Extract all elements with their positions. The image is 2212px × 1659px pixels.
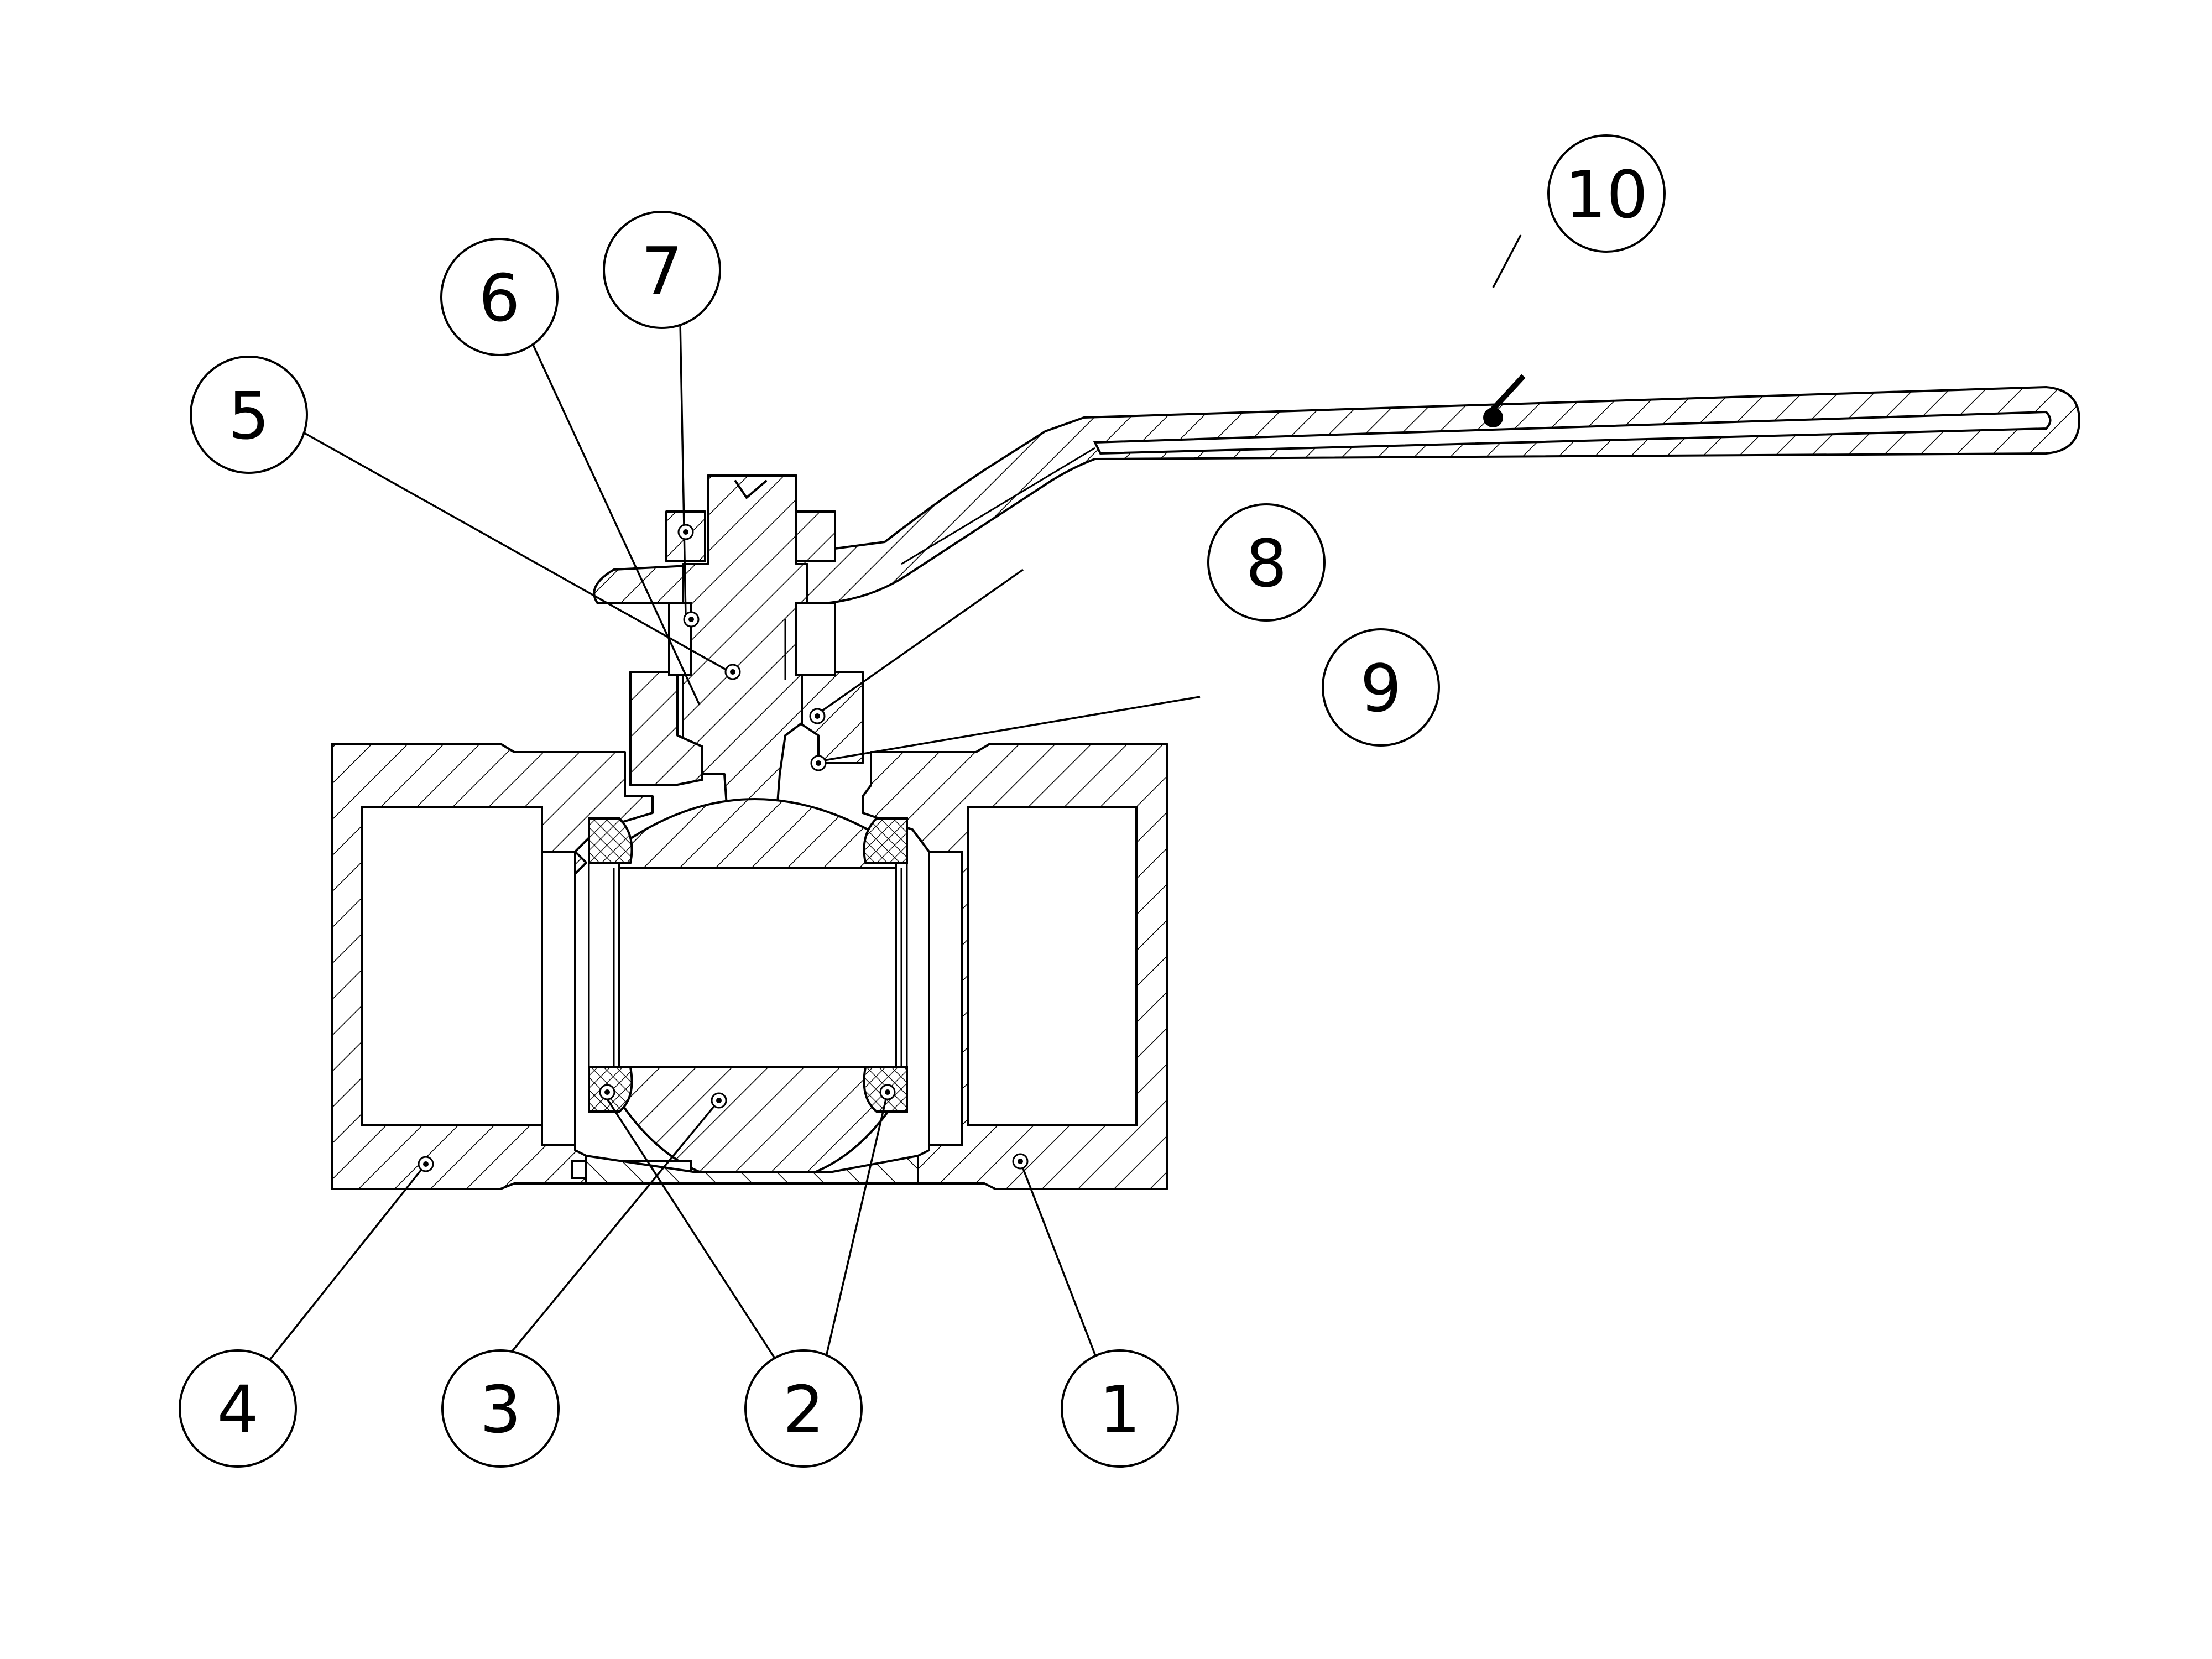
callout-2: 2	[744, 1349, 863, 1468]
bore-lines	[574, 863, 930, 1145]
callout-4: 4	[179, 1349, 297, 1468]
body-left	[331, 743, 654, 1190]
callout-label: 9	[1360, 650, 1401, 727]
ball-seats	[588, 817, 908, 1113]
callout-7: 7	[603, 211, 721, 329]
handle-lever	[593, 386, 2080, 604]
leader-lines	[262, 234, 1526, 1370]
callout-5: 5	[190, 356, 308, 474]
callout-label: 8	[1245, 525, 1287, 602]
callout-label: 10	[1565, 156, 1648, 233]
callout-label: 7	[641, 233, 682, 309]
callout-label: 5	[228, 378, 269, 454]
leader-dots	[418, 408, 1503, 1172]
body-right	[862, 743, 1168, 1190]
callout-label: 2	[782, 1371, 824, 1448]
callout-label: 1	[1099, 1371, 1140, 1448]
callout-label: 6	[478, 260, 520, 336]
ball	[571, 798, 919, 1185]
packing-gland	[629, 602, 864, 786]
callout-8: 8	[1207, 503, 1326, 622]
callout-10: 10	[1547, 134, 1666, 253]
callout-9: 9	[1322, 628, 1440, 747]
callout-3: 3	[441, 1349, 560, 1468]
callout-label: 3	[479, 1371, 521, 1448]
callout-6: 6	[440, 238, 559, 356]
callout-1: 1	[1061, 1349, 1179, 1468]
callout-label: 4	[217, 1371, 258, 1448]
